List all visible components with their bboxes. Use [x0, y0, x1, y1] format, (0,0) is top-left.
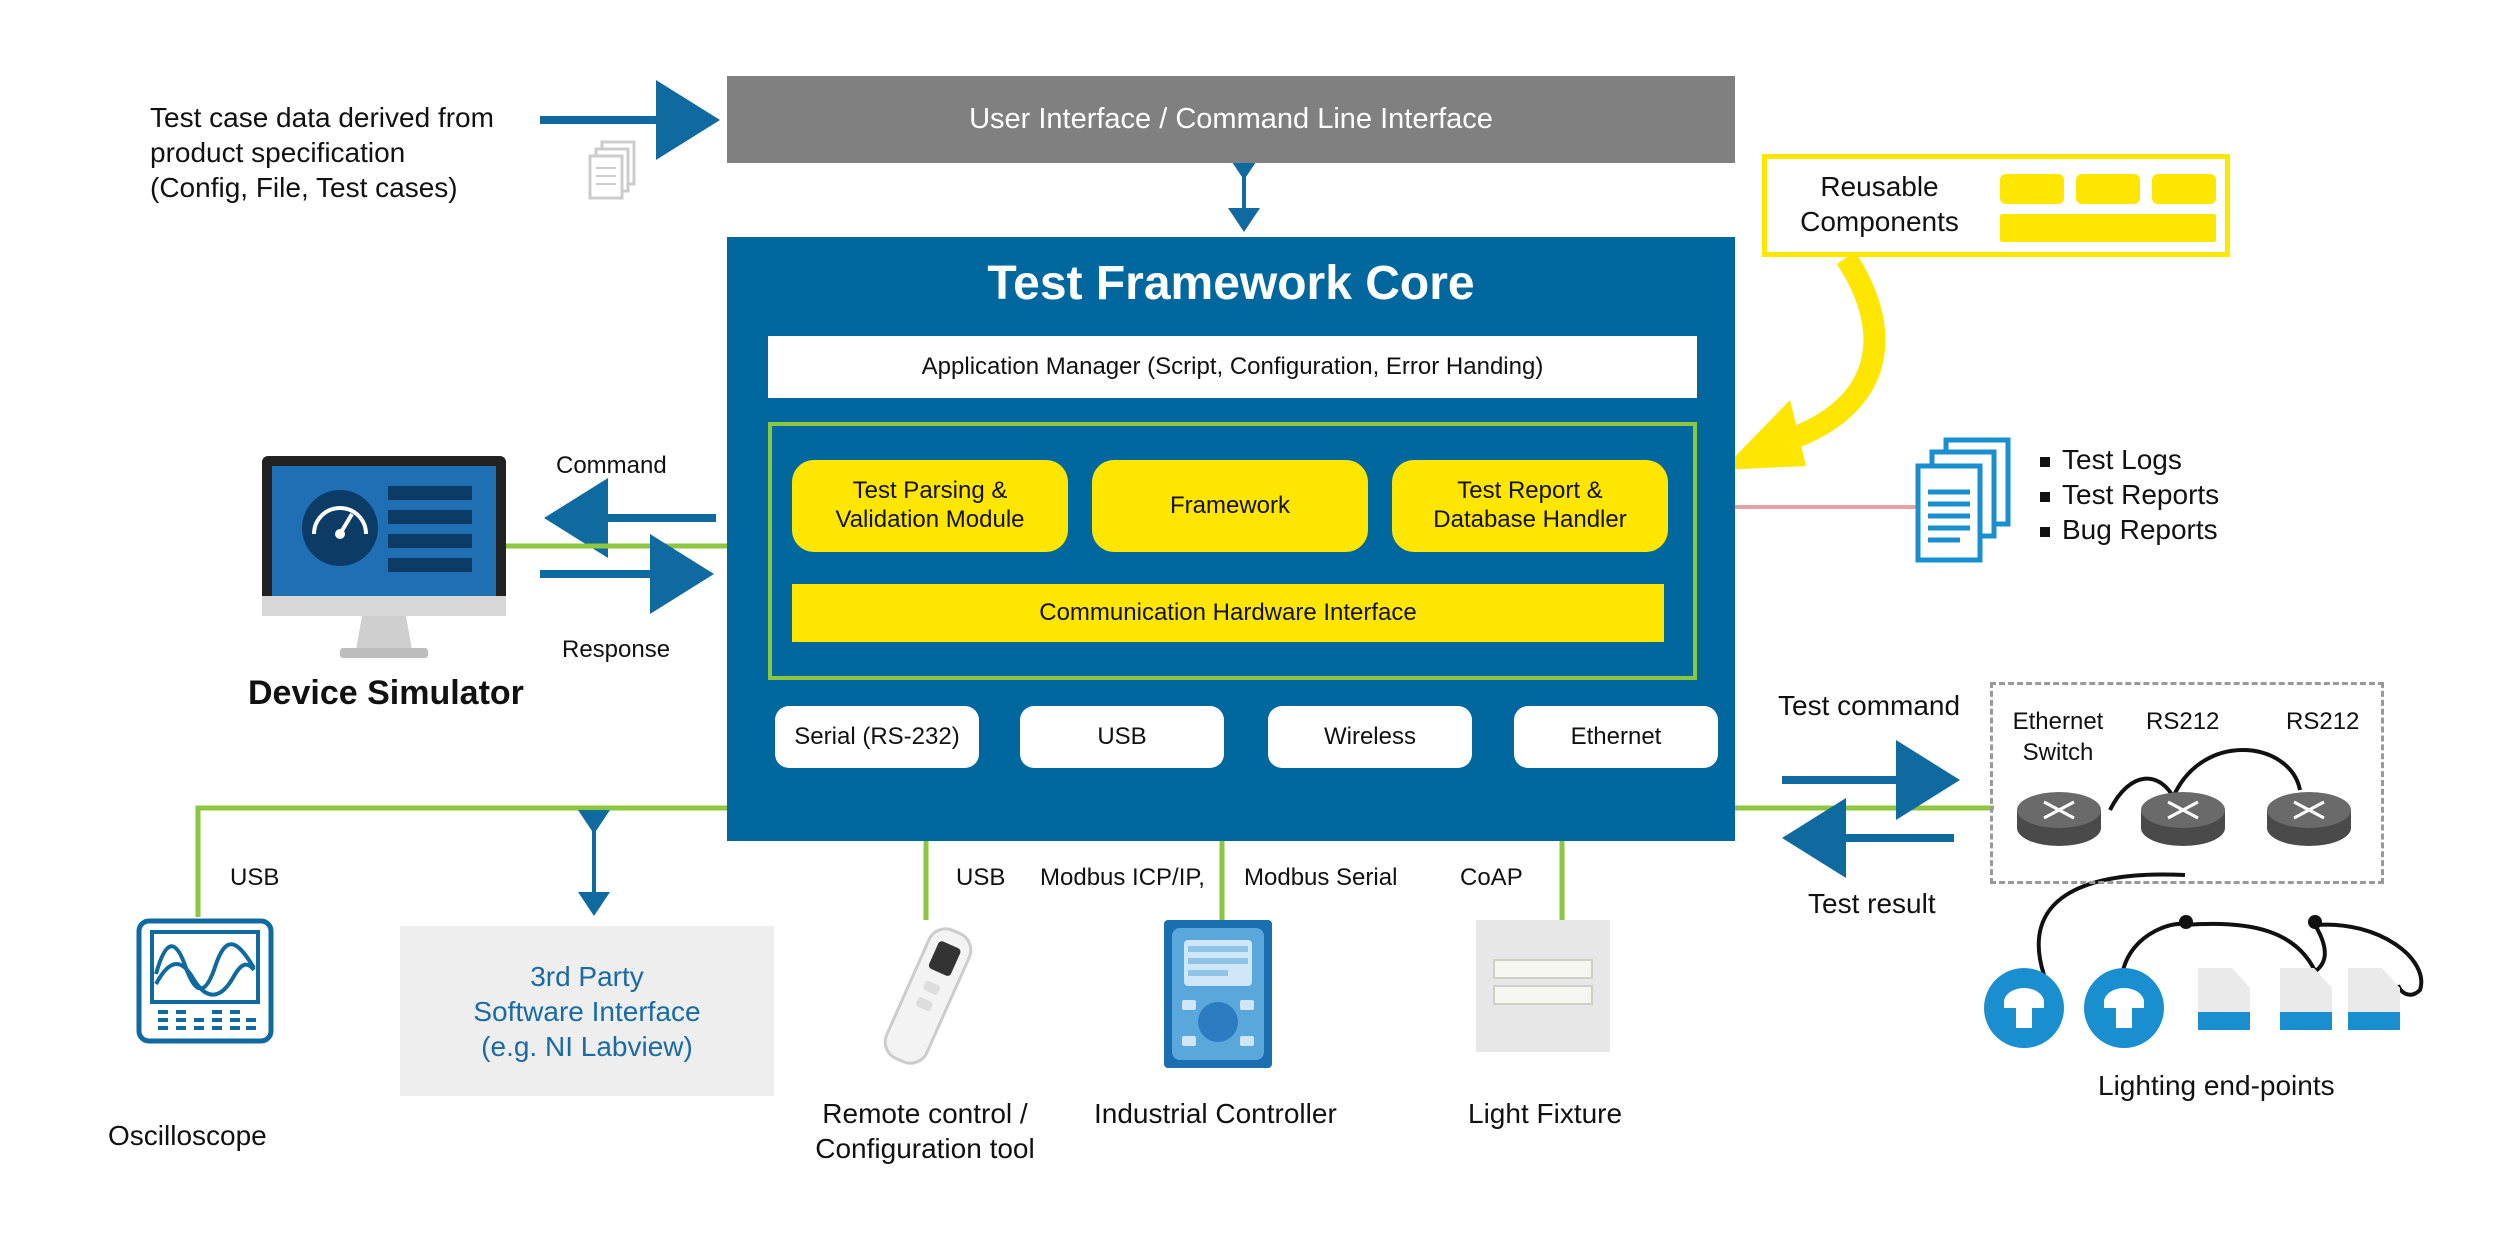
- third-party-line-3: (e.g. NI Labview): [481, 1030, 693, 1062]
- endpoint-cable-1: [2036, 872, 2186, 976]
- oscilloscope-label: Oscilloscope: [108, 1120, 267, 1151]
- output-item: Test Reports: [2040, 477, 2260, 512]
- test-parsing-line-1: Test Parsing &: [852, 477, 1008, 505]
- core-modules-box: [768, 422, 1697, 680]
- reusable-arrowhead: [1722, 400, 1806, 470]
- test-parsing-module: Test Parsing & Validation Module: [792, 460, 1068, 552]
- communication-hardware-interface: Communication Hardware Interface: [792, 584, 1664, 642]
- port-wireless: Wireless: [1268, 706, 1472, 768]
- device-simulator-title: Device Simulator: [248, 674, 524, 712]
- router-icon-rs212-1: [2140, 790, 2226, 848]
- test-command-label: Test command: [1778, 690, 1961, 721]
- ethernet-switch-line-1: Ethernet: [2012, 708, 2104, 735]
- test-case-description: Test case data derived from product spec…: [150, 100, 550, 205]
- remote-control-label: Remote control / Configuration tool: [790, 1096, 1060, 1166]
- output-list: Test Logs Test Reports Bug Reports: [2040, 442, 2260, 547]
- light-panel-icon-2: [2278, 966, 2334, 1030]
- reusable-line-2: Components: [1800, 206, 1959, 237]
- remote-line-1: Remote control /: [822, 1098, 1028, 1129]
- router-link-2: [2170, 748, 2302, 801]
- rs212-label-1: RS212: [2146, 708, 2220, 735]
- reusable-components-label: Reusable Components: [1772, 164, 1987, 244]
- output-test-reports: Test Reports: [2062, 479, 2220, 510]
- router-link-1: [2108, 776, 2177, 811]
- modbus-icp-label: Modbus ICP/IP,: [1040, 864, 1205, 891]
- port-ethernet: Ethernet: [1514, 706, 1718, 768]
- bulb-icon-1: [1982, 966, 2066, 1050]
- reusable-line-1: Reusable: [1820, 171, 1939, 202]
- third-party-line-1: 3rd Party: [530, 960, 644, 992]
- router-icon-rs212-2: [2266, 790, 2352, 848]
- output-test-logs: Test Logs: [2062, 444, 2182, 475]
- usb-label-left: USB: [230, 864, 280, 891]
- component-chip-3: [2152, 174, 2216, 204]
- remote-control-icon: [858, 920, 998, 1072]
- component-chip-2: [2076, 174, 2140, 204]
- application-manager: Application Manager (Script, Configurati…: [768, 336, 1697, 398]
- bulb-icon-2: [2082, 966, 2166, 1050]
- framework-label: Framework: [1169, 491, 1290, 519]
- test-case-line-3: (Config, File, Test cases): [150, 172, 458, 203]
- framework-module: Framework: [1092, 460, 1368, 552]
- test-report-line-1: Test Report &: [1457, 477, 1603, 505]
- component-bar: [2000, 214, 2216, 242]
- port-usb: USB: [1020, 706, 1224, 768]
- ethernet-switch-line-2: Switch: [2022, 739, 2094, 767]
- network-devices-box: [1990, 682, 2384, 884]
- cable-junction-2: [2308, 915, 2322, 929]
- documents-icon: [588, 140, 638, 202]
- application-manager-label: Application Manager (Script, Configurati…: [921, 353, 1544, 380]
- component-chip-1: [2000, 174, 2064, 204]
- monitor-icon: [262, 456, 506, 662]
- test-result-label: Test result: [1808, 888, 1936, 919]
- light-fixture-icon: [1476, 920, 1610, 1052]
- output-bug-reports: Bug Reports: [2062, 514, 2218, 545]
- response-label: Response: [562, 636, 671, 663]
- remote-line-2: Configuration tool: [815, 1133, 1035, 1164]
- endpoint-cable-4: [2314, 922, 2424, 997]
- output-item: Bug Reports: [2040, 512, 2260, 547]
- user-interface-bar: User Interface / Command Line Interface: [727, 76, 1735, 163]
- light-fixture-label: Light Fixture: [1468, 1098, 1623, 1129]
- lighting-endpoints-label: Lighting end-points: [2098, 1070, 2335, 1101]
- core-title: Test Framework Core: [987, 256, 1475, 310]
- output-item: Test Logs: [2040, 442, 2260, 477]
- endpoint-cable-3: [2184, 921, 2320, 979]
- communication-interface-label: Communication Hardware Interface: [1039, 599, 1417, 626]
- test-report-module: Test Report & Database Handler: [1392, 460, 1668, 552]
- port-wireless-label: Wireless: [1323, 723, 1416, 750]
- user-interface-label: User Interface / Command Line Interface: [969, 103, 1493, 135]
- test-case-line-1: Test case data derived from: [150, 102, 494, 133]
- test-report-line-2: Database Handler: [1433, 506, 1627, 533]
- light-panel-icon-1: [2196, 966, 2252, 1030]
- light-panel-icon-3: [2346, 966, 2402, 1030]
- port-usb-label: USB: [1097, 723, 1147, 750]
- command-label: Command: [556, 452, 667, 479]
- test-case-line-2: product specification: [150, 137, 406, 168]
- third-party-software-box: 3rd Party Software Interface (e.g. NI La…: [400, 926, 774, 1096]
- reusable-curve-arrow: [1757, 251, 1886, 459]
- port-serial-label: Serial (RS-232): [794, 723, 960, 750]
- oscilloscope-icon: [136, 918, 274, 1044]
- port-serial: Serial (RS-232): [775, 706, 979, 768]
- industrial-controller-icon: [1162, 918, 1274, 1070]
- modbus-serial-label: Modbus Serial: [1244, 864, 1398, 891]
- industrial-controller-label: Industrial Controller: [1094, 1098, 1337, 1129]
- test-parsing-line-2: Validation Module: [835, 506, 1025, 533]
- cable-junction-1: [2179, 915, 2193, 929]
- usb-label-mid: USB: [956, 864, 1006, 891]
- rs212-label-2: RS212: [2286, 708, 2360, 735]
- third-party-line-2: Software Interface: [473, 995, 701, 1027]
- ethernet-switch-label: Ethernet Switch: [2002, 706, 2114, 768]
- reports-document-icon: [1912, 436, 2014, 566]
- router-icon-switch: [2016, 790, 2102, 848]
- port-ethernet-label: Ethernet: [1570, 723, 1662, 750]
- coap-label: CoAP: [1460, 864, 1523, 891]
